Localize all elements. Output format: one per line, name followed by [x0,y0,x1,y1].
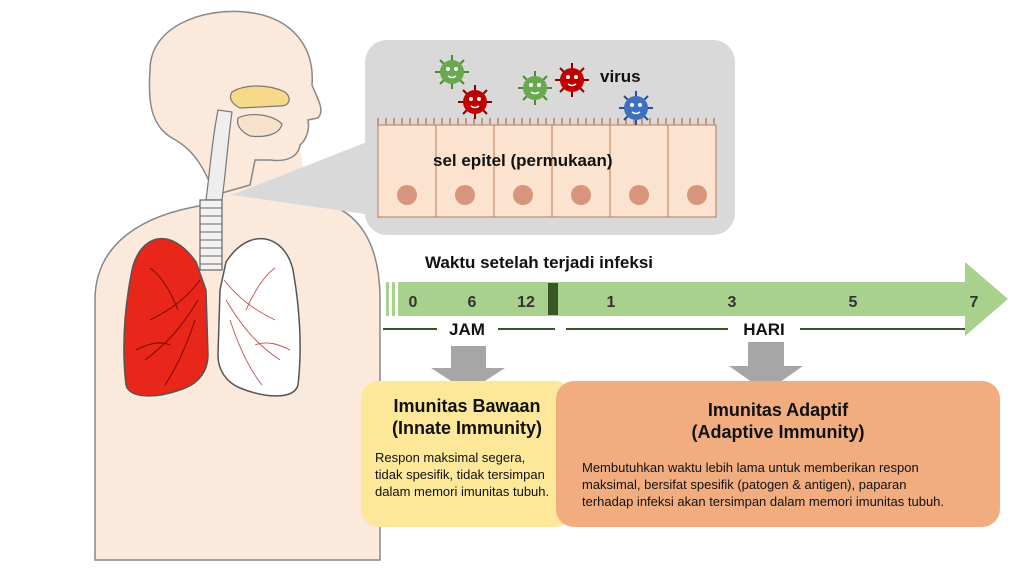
innate-body-line-1: Respon maksimal segera, [375,450,526,465]
healthy-lung-vessels [223,267,291,386]
virus-green-1-icon [435,55,469,89]
virus-blue-icon [619,91,653,125]
adaptive-body-line-2: maksimal, bersifat spesifik (patogen & a… [582,477,907,492]
hours-label: JAM [449,320,485,339]
tick-day-1: 1 [607,294,616,311]
oral-cavity [237,114,283,138]
callout-pointer [232,140,372,215]
timeline: Waktu setelah terjadi infeksi 0 6 12 1 3… [383,253,1008,339]
innate-body-line-3: dalam memori imunitas tubuh. [375,484,550,499]
adaptive-title-line-1: Imunitas Adaptif [707,400,849,420]
trachea [199,199,223,271]
virus-red-2-icon [555,63,589,97]
innate-down-arrow [431,346,505,392]
innate-title: Imunitas Bawaan (Innate Immunity) [361,395,573,439]
timeline-title: Waktu setelah terjadi infeksi [425,253,653,272]
adaptive-title: Imunitas Adaptif (Adaptive Immunity) [556,399,1000,443]
adaptive-title-line-2: (Adaptive Immunity) [691,422,865,442]
timeline-arrow [398,262,1008,336]
adaptive-body-line-3: terhadap infeksi akan tersimpan dalam me… [582,494,945,509]
callout-bubble: sel epitel (permukaan) virus [232,40,735,235]
infected-lung-vessels [135,267,201,386]
tick-day-7: 7 [970,294,979,311]
innate-title-line-2: (Innate Immunity) [391,418,542,438]
tick-hour-0: 0 [409,294,418,311]
healthy-lung [217,237,301,397]
tick-hour-6: 6 [468,294,477,311]
epithelial-cells [377,118,717,218]
tick-day-3: 3 [728,294,737,311]
timeline-start-stripe [386,282,389,316]
virus-green-2-icon [518,71,552,105]
innate-body-line-2: tidak spesifik, tidak tersimpan [375,467,545,482]
virus-label: virus [600,67,641,86]
innate-description: Respon maksimal segera, tidak spesifik, … [375,449,561,500]
infected-lung [123,237,209,397]
human-body-illustration [94,10,381,561]
tick-day-5: 5 [849,294,858,311]
adaptive-down-arrow [729,342,803,392]
tick-hour-12: 12 [517,294,535,311]
adaptive-immunity-box: Imunitas Adaptif (Adaptive Immunity) Mem… [556,381,1000,527]
innate-title-line-1: Imunitas Bawaan [393,396,541,416]
epithelium-label: sel epitel (permukaan) [433,151,613,170]
nasal-cavity [229,85,290,109]
hours-days-divider [548,283,558,315]
innate-immunity-box: Imunitas Bawaan (Innate Immunity) Respon… [361,381,573,527]
adaptive-description: Membutuhkan waktu lebih lama untuk membe… [582,459,986,510]
days-label: HARI [743,320,785,339]
timeline-start-stripe-2 [392,282,395,316]
adaptive-body-line-1: Membutuhkan waktu lebih lama untuk membe… [582,460,919,475]
virus-red-1-icon [458,85,492,119]
